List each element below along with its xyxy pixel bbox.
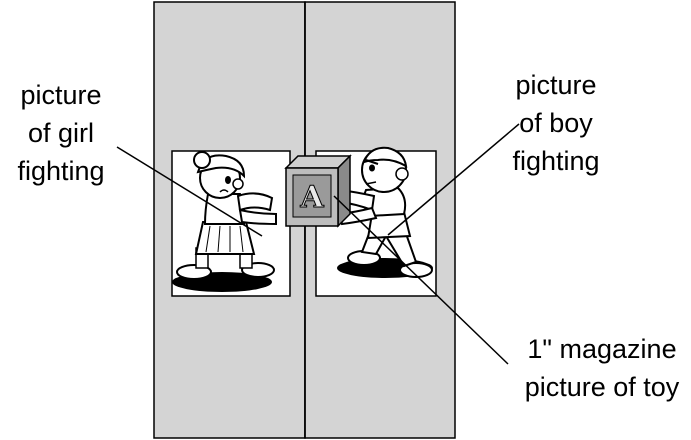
- girl-skirt-pleat-1: [205, 225, 211, 253]
- boy-leader-line: [387, 123, 520, 236]
- boy-eye: [369, 164, 375, 172]
- girl-picture-label: picture of girl fighting: [17, 80, 104, 186]
- girl-label-line-1: picture: [20, 80, 101, 110]
- leader-lines: [116, 123, 520, 365]
- boy-ear: [395, 167, 409, 181]
- boy-mouth: [365, 181, 377, 185]
- toy-block-letter: A: [299, 180, 324, 215]
- boy-arm-2: [338, 206, 378, 226]
- girl-skirt: [194, 221, 256, 255]
- girl-mouth: [219, 189, 229, 193]
- girl-leader-line: [116, 146, 263, 237]
- boy-label-line-2: of boy: [519, 108, 593, 138]
- boy-hair: [362, 146, 408, 168]
- toy-leader-line: [333, 195, 509, 365]
- girl-arm-2: [238, 208, 277, 226]
- toy-block-side: [337, 154, 351, 228]
- girl-label-line-2: of girl: [28, 118, 94, 148]
- girl-label-line-3: fighting: [17, 156, 104, 186]
- boy-brow: [365, 159, 379, 165]
- boy-label-line-1: picture: [515, 70, 596, 100]
- girl-hair-bun: [193, 151, 211, 169]
- girl-ear: [232, 178, 244, 190]
- girl-eye: [225, 176, 231, 184]
- girl-picture: [171, 150, 291, 297]
- toy-label-line-1: 1" magazine: [527, 334, 676, 364]
- girl-skirt-pleat-4: [239, 225, 244, 253]
- boy-label-line-3: fighting: [512, 146, 599, 176]
- toy-block-inner: [292, 174, 332, 218]
- girl-arm: [236, 192, 274, 212]
- girl-skirt-pleat-2: [217, 225, 221, 253]
- toy-label-line-2: picture of toy: [525, 372, 680, 402]
- toy-block: A: [284, 154, 352, 228]
- toy-picture-label: 1" magazine picture of toy: [525, 334, 680, 402]
- boy-picture-label: picture of boy fighting: [512, 70, 599, 176]
